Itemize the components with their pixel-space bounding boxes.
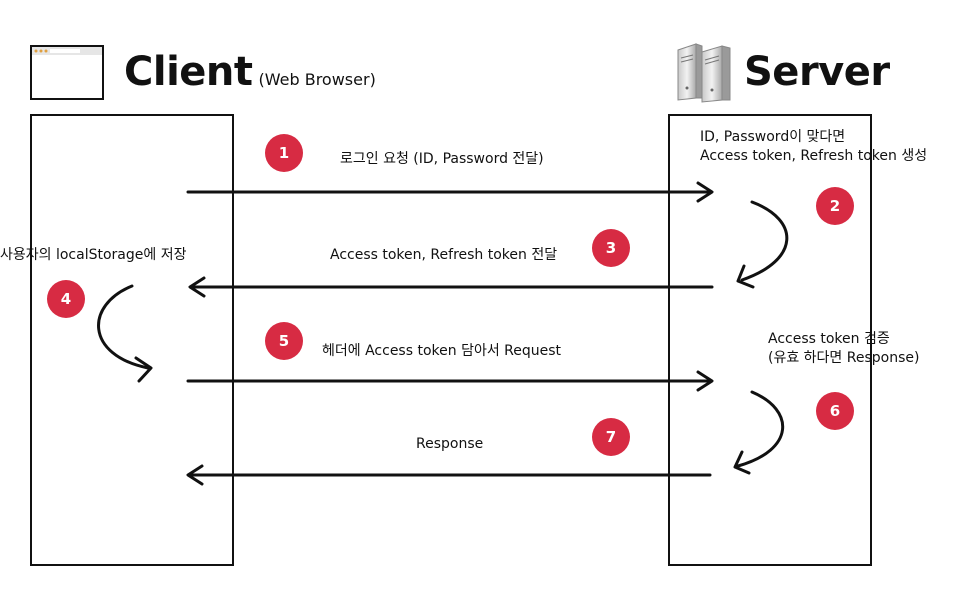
step-2-label: ID, Password이 맞다면 Access token, Refresh … <box>700 128 927 166</box>
server-box <box>668 114 872 566</box>
step-6-label: Access token 검증 (유효 하다면 Response) <box>768 330 919 368</box>
server-tower-icon <box>674 40 738 104</box>
step-3-badge: 3 <box>592 229 630 267</box>
step-6-badge: 6 <box>816 392 854 430</box>
step-4-label: 사용자의 localStorage에 저장 <box>0 247 187 263</box>
step-7-badge: 7 <box>592 418 630 456</box>
browser-window-icon <box>30 45 104 100</box>
client-title-text: Client <box>124 49 253 95</box>
client-title: Client (Web Browser) <box>124 52 376 92</box>
arrow-step-2 <box>736 200 789 289</box>
arrow-step-4 <box>97 284 153 383</box>
arrow-step-6 <box>733 390 785 475</box>
arrow-step-1 <box>186 181 714 203</box>
client-subtitle: (Web Browser) <box>258 70 376 89</box>
server-title: Server <box>744 52 890 92</box>
step-2-badge: 2 <box>816 187 854 225</box>
step-5-badge: 5 <box>265 322 303 360</box>
step-7-label: Response <box>416 436 484 452</box>
step-1-badge: 1 <box>265 134 303 172</box>
step-1-label: 로그인 요청 (ID, Password 전달) <box>340 151 544 167</box>
step-2-label-line2: Access token, Refresh token 생성 <box>700 147 928 164</box>
client-box <box>30 114 234 566</box>
step-4-badge: 4 <box>47 280 85 318</box>
step-3-label: Access token, Refresh token 전달 <box>330 247 558 263</box>
step-2-label-line1: ID, Password이 맞다면 <box>700 129 846 145</box>
arrow-step-7 <box>186 464 712 486</box>
step-6-label-line2: (유효 하다면 Response) <box>768 349 920 366</box>
arrow-step-3 <box>188 276 714 298</box>
step-5-label: 헤더에 Access token 담아서 Request <box>322 343 562 359</box>
arrow-step-5 <box>186 370 714 392</box>
step-6-label-line1: Access token 검증 <box>768 331 890 347</box>
server-title-text: Server <box>744 49 890 95</box>
